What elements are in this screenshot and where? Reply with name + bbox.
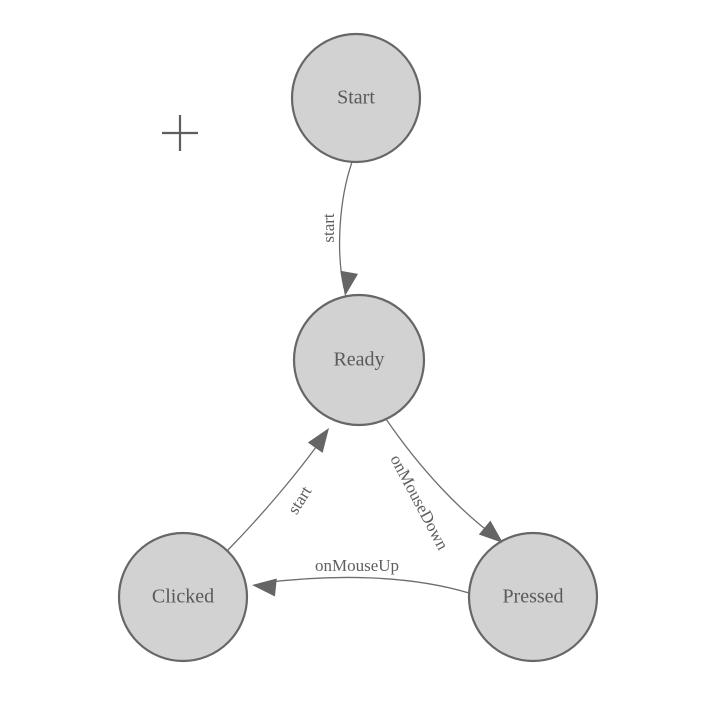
crosshair-layer bbox=[162, 115, 198, 151]
edge-label: start bbox=[319, 213, 338, 243]
edge-arrowhead bbox=[307, 428, 329, 453]
node-shape[interactable] bbox=[292, 293, 426, 427]
node-start[interactable]: Start bbox=[290, 32, 422, 164]
edge-label: start bbox=[284, 482, 316, 517]
edge-line bbox=[261, 576, 470, 594]
node-label: Clicked bbox=[152, 586, 214, 608]
edge-arrowhead bbox=[340, 270, 359, 296]
crosshair-icon bbox=[162, 115, 198, 151]
edge-arrowhead bbox=[252, 578, 277, 597]
edge-label: onMouseUp bbox=[315, 556, 399, 575]
edge-start-to-ready[interactable]: start bbox=[319, 161, 359, 298]
node-pressed[interactable]: Pressed bbox=[467, 531, 599, 663]
node-shape[interactable] bbox=[117, 531, 249, 663]
node-label: Start bbox=[337, 87, 375, 109]
node-shape[interactable] bbox=[467, 531, 599, 663]
edge-pressed-to-clicked[interactable]: onMouseUp bbox=[251, 556, 470, 597]
edge-ready-to-pressed[interactable]: onMouseDown bbox=[385, 418, 509, 554]
node-ready[interactable]: Ready bbox=[292, 293, 426, 427]
node-clicked[interactable]: Clicked bbox=[117, 531, 249, 663]
edge-clicked-to-ready[interactable]: start bbox=[226, 423, 336, 552]
edge-line bbox=[226, 435, 325, 552]
edge-arrowhead bbox=[478, 520, 503, 543]
node-label: Pressed bbox=[502, 586, 563, 608]
node-shape[interactable] bbox=[290, 32, 422, 164]
edge-label: onMouseDown bbox=[386, 452, 452, 554]
node-label: Ready bbox=[333, 349, 384, 371]
edge-line bbox=[338, 161, 353, 289]
